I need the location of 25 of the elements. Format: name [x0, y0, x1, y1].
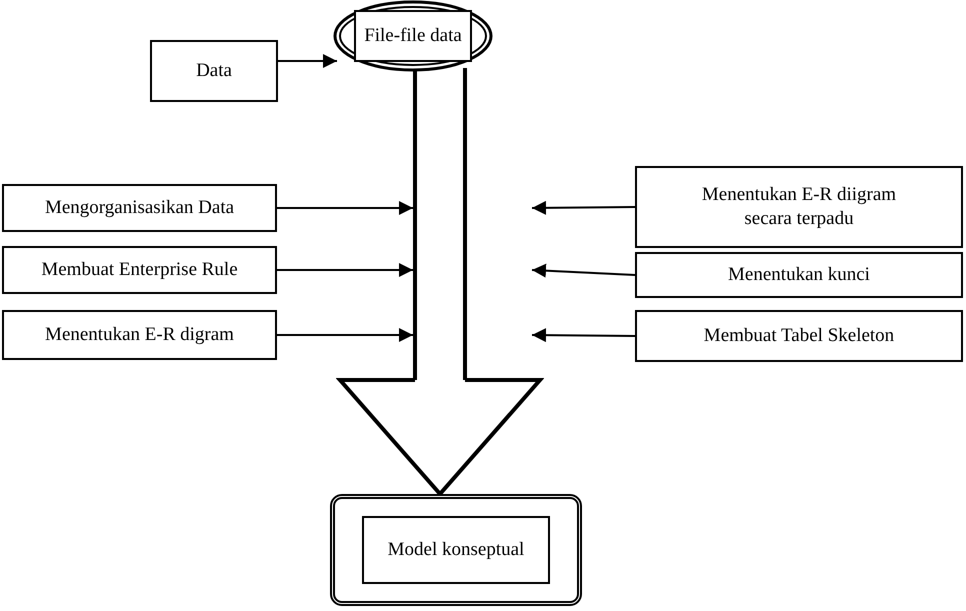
process-box: [635, 252, 963, 298]
arrow: [532, 328, 636, 342]
process-box: [635, 310, 963, 362]
arrow: [532, 264, 636, 278]
node-label: Menentukan E-R diigram secara terpadu: [700, 183, 898, 231]
arrow: [277, 201, 413, 215]
node-label: Data: [196, 59, 232, 83]
node-label: Model konseptual: [362, 516, 550, 584]
node-label: Mengorganisasikan Data: [44, 196, 234, 220]
node-label: Membuat Tabel Skeleton: [704, 324, 894, 348]
node-label: Membuat Enterprise Rule: [41, 258, 238, 282]
double-frame-node: [330, 494, 582, 606]
process-box: [2, 246, 277, 294]
node-label: Menentukan E-R digram: [45, 323, 234, 347]
node-label: Menentukan kunci: [728, 263, 870, 287]
process-box: [635, 166, 963, 248]
arrow: [532, 200, 636, 215]
double-oval-node: [333, 0, 493, 72]
process-box: [2, 310, 277, 360]
arrow: [277, 263, 413, 277]
node-label: File-file data: [354, 10, 472, 62]
process-box: [2, 184, 277, 232]
process-box: [150, 40, 278, 102]
arrow: [278, 54, 337, 68]
arrow: [277, 328, 413, 342]
